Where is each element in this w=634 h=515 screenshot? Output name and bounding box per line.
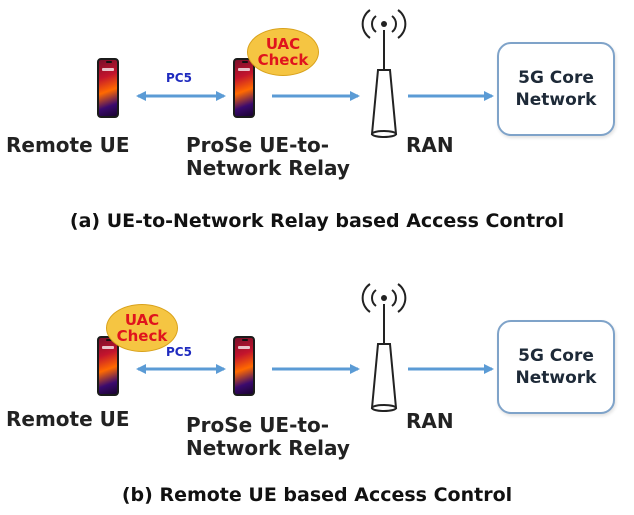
ran-label: RAN [406, 409, 454, 433]
core-label-line1: 5G Core [518, 345, 594, 366]
remote-ue-label: Remote UE [6, 133, 130, 157]
relay-label-line1: ProSe UE-to- [186, 413, 329, 437]
panel-a: UAC Check PC5 Remote UE ProSe UE-to- Net… [6, 9, 615, 232]
5g-core-network-box: 5G Core Network [497, 42, 615, 136]
panel-a-connectors [136, 9, 494, 138]
core-label-line1: 5G Core [518, 67, 594, 88]
relay-smartphone-icon [233, 336, 255, 396]
uac-label-line1: UAC [265, 34, 301, 53]
remote-ue-smartphone-icon [97, 58, 119, 118]
caption-a: (a) UE-to-Network Relay based Access Con… [69, 210, 565, 232]
uac-label-line2: Check [116, 327, 168, 345]
relay-label: ProSe UE-to- Network Relay [186, 414, 350, 460]
5g-core-network-box: 5G Core Network [497, 320, 615, 414]
relay-smartphone-icon [233, 58, 255, 118]
panel-b: UAC Check PC5 Remote UE ProSe UE-to- Net… [0, 262, 634, 515]
panel-b-connectors [136, 283, 494, 412]
antenna-tower-icon [361, 9, 407, 138]
core-label-line2: Network [515, 368, 597, 388]
relay-label-line1: ProSe UE-to- [186, 133, 329, 157]
caption-b: (b) Remote UE based Access Control [121, 484, 513, 506]
relay-label-line2: Network Relay [186, 436, 350, 460]
uac-label-line2: Check [257, 51, 309, 69]
remote-ue-smartphone-icon [97, 336, 119, 396]
pc5-label: PC5 [166, 71, 192, 85]
relay-label: ProSe UE-to- Network Relay [186, 134, 350, 180]
antenna-tower-icon [361, 283, 407, 412]
relay-label-line2: Network Relay [186, 156, 350, 180]
uac-check-bubble: UAC Check [247, 28, 319, 76]
remote-ue-label: Remote UE [6, 407, 130, 431]
uac-check-bubble: UAC Check [106, 304, 178, 352]
core-label-line2: Network [515, 90, 597, 110]
ran-label: RAN [406, 133, 454, 157]
uac-label-line1: UAC [124, 310, 160, 329]
pc5-label: PC5 [166, 345, 192, 359]
